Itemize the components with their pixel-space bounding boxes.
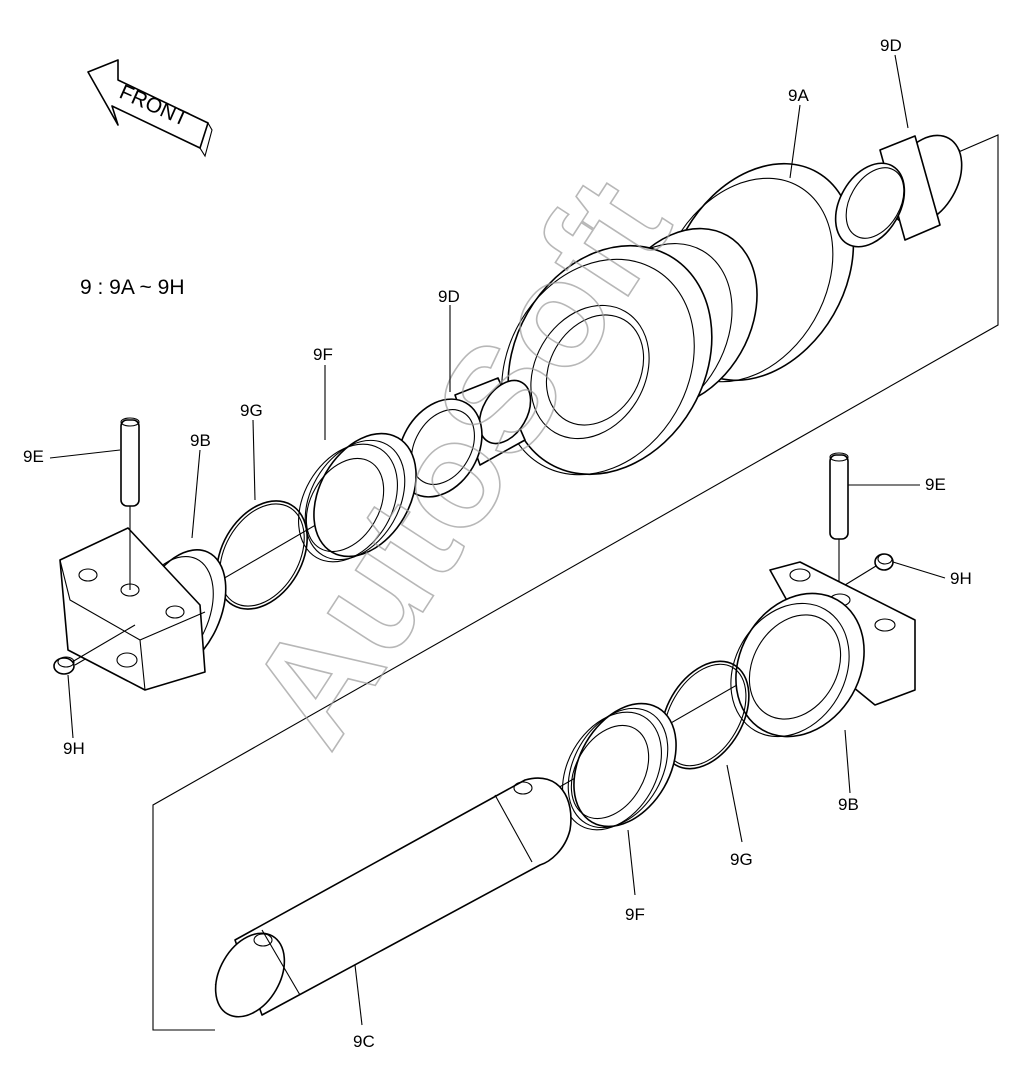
oring-9g-right-icon <box>660 660 750 770</box>
label-9b-left: 9B <box>190 431 211 450</box>
label-9g-right: 9G <box>730 850 753 869</box>
shaft-9c-icon <box>214 777 572 1018</box>
label-9d-mid: 9D <box>438 287 460 306</box>
bracket-9b-right-icon <box>730 561 916 738</box>
label-9a: 9A <box>788 86 809 105</box>
label-9b-right: 9B <box>838 795 859 814</box>
roller-9a-icon <box>501 162 855 476</box>
bushing-9d-top-icon <box>834 134 963 248</box>
label-9e-right: 9E <box>925 475 946 494</box>
bracket-9b-left-icon <box>59 527 227 691</box>
label-9h-right: 9H <box>950 569 972 588</box>
seal-9f-right-icon <box>562 702 677 831</box>
plug-9h-right-icon <box>844 553 894 586</box>
oring-9g-left-icon <box>216 500 308 610</box>
plug-9h-left-icon <box>53 624 136 675</box>
label-9f-right: 9F <box>625 905 645 924</box>
label-9g-left: 9G <box>240 401 263 420</box>
pin-9e-left-icon <box>120 417 140 590</box>
label-9e-left: 9E <box>23 447 44 466</box>
label-9h-left: 9H <box>63 739 85 758</box>
label-9f-left: 9F <box>313 345 333 364</box>
part-labels: 9D 9A 9D 9F 9G 9B 9E 9H 9E 9H 9B 9G 9F 9… <box>23 36 972 1051</box>
label-9c: 9C <box>353 1032 375 1051</box>
seal-9f-left-icon <box>298 432 417 563</box>
label-9d-top: 9D <box>880 36 902 55</box>
assembly-boundary-line <box>152 134 999 1031</box>
assembly-range-label: 9 : 9A ~ 9H <box>80 276 185 299</box>
pin-9e-right-icon <box>829 452 849 598</box>
bushing-9d-mid-icon <box>397 377 532 498</box>
front-arrow-icon: FRONT <box>87 59 213 158</box>
